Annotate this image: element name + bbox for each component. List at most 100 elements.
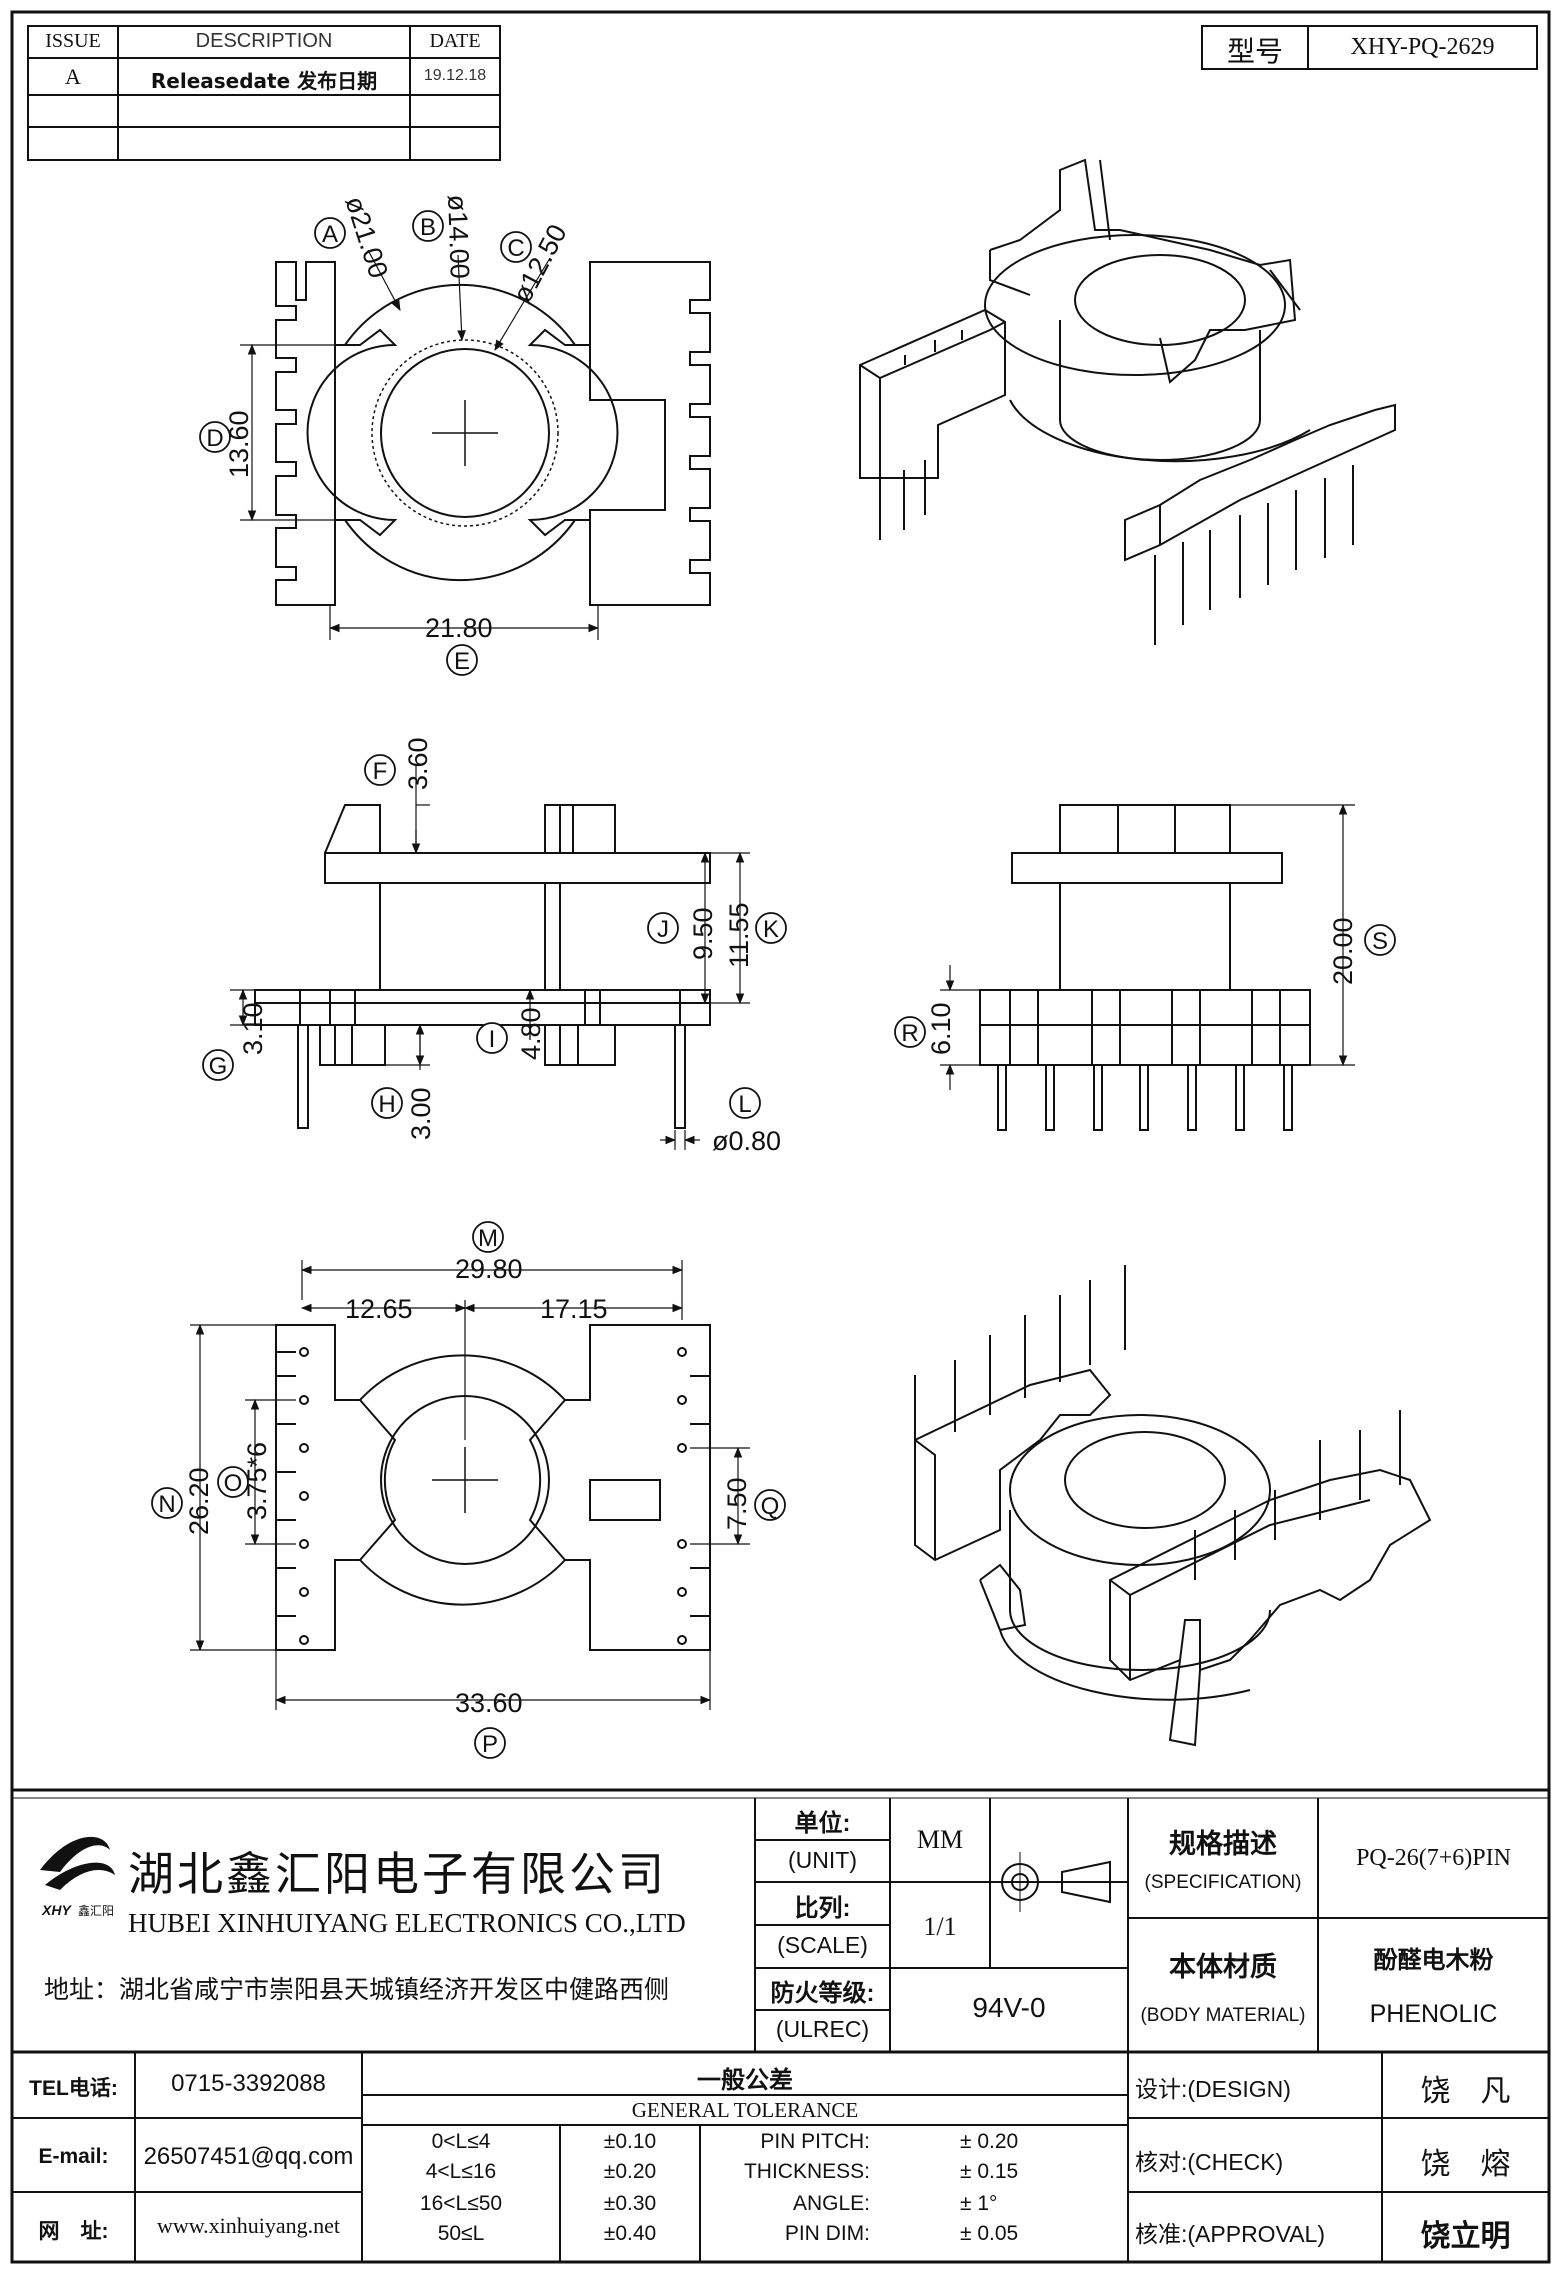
callout-j (647, 912, 679, 944)
model-label: 型号 (1226, 36, 1283, 67)
spec-label-en: (SPECIFICATION) (1144, 1872, 1302, 1893)
svg-text:XHY: XHY (41, 1902, 72, 1918)
dim-m: 29.80 (455, 1254, 523, 1284)
material-value-en: PHENOLIC (1369, 2000, 1498, 2028)
tolerance-title-en: GENERAL TOLERANCE (631, 2098, 859, 2122)
callout-label-n: N (158, 1491, 175, 1518)
check-value: 饶 熔 (1420, 2148, 1511, 2181)
callout-l (729, 1087, 761, 1119)
revision-date: 19.12.18 (423, 67, 487, 84)
callout-k (755, 912, 787, 944)
dim-d: 13.60 (224, 410, 254, 478)
dim-q: 7.50 (722, 1477, 752, 1530)
company-logo: XHY 鑫汇阳 (40, 1836, 115, 1918)
tol-value-3: ±0.30 (603, 2192, 657, 2215)
tol-range-1: 0<L≤4 (431, 2130, 491, 2153)
tolerance-title-cn: 一般公差 (697, 2067, 793, 2094)
check-label: 核对:(CHECK) (1135, 2149, 1284, 2175)
tol-value-2: ±0.20 (603, 2160, 657, 2183)
dim-r: 6.10 (926, 1002, 956, 1055)
material-value-cn: 酚醛电木粉 (1373, 1947, 1494, 1974)
callout-label-k: K (763, 916, 779, 943)
unit-value: MM (916, 1825, 964, 1854)
front-view (940, 803, 1355, 1131)
dim-m-right: 17.15 (540, 1294, 608, 1324)
ulrec-value: 94V-0 (972, 1992, 1046, 2023)
scale-label-en: (SCALE) (777, 1932, 868, 1958)
dim-i: 4.80 (516, 1007, 546, 1060)
callout-e (446, 644, 478, 676)
revision-header-issue: ISSUE (45, 30, 101, 52)
callout-label-p: P (482, 1731, 498, 1758)
web-label: 网 址: (38, 2220, 109, 2243)
callout-n (151, 1487, 183, 1519)
side-view (230, 765, 750, 1150)
dim-b: ø14.00 (442, 194, 475, 279)
callout-b (412, 210, 444, 242)
tol-param-thickness: THICKNESS: (743, 2160, 870, 2183)
tel-value: 0715-3392088 (171, 2070, 326, 2097)
tol-param-pitch: PIN PITCH: (760, 2130, 870, 2153)
callout-a (314, 217, 346, 249)
model-value: XHY-PQ-2629 (1350, 34, 1495, 60)
dim-h: 3.00 (406, 1087, 436, 1140)
scale-label-cn: 比列: (794, 1895, 851, 1922)
material-label-cn: 本体材质 (1169, 1952, 1277, 1982)
callout-d (199, 421, 231, 453)
company-address: 地址：湖北省咸宁市崇阳县天城镇经济开发区中健路西侧 (44, 1976, 670, 2004)
spec-label-cn: 规格描述 (1169, 1829, 1277, 1859)
callout-f (364, 754, 396, 786)
tol-param-thickness-value: ± 0.15 (960, 2160, 1019, 2183)
tol-param-pindim: PIN DIM: (784, 2222, 870, 2245)
dimension-texts: ø21.00 ø14.00 ø12.50 13.60 21.80 3.60 3.… (184, 193, 1358, 1718)
dim-j: 9.50 (688, 907, 718, 960)
callout-label-a: A (322, 221, 338, 248)
callout-label-l: L (738, 1091, 751, 1118)
revision-header-description: DESCRIPTION (195, 30, 333, 52)
callout-circles (151, 210, 1396, 1759)
dim-s: 20.00 (1328, 917, 1358, 985)
callout-g (202, 1049, 234, 1081)
callout-label-c: C (507, 235, 524, 262)
revision-description: Releasedate 发布日期 (150, 69, 378, 93)
callout-label-f: F (373, 758, 388, 785)
top-view (240, 249, 711, 640)
tol-param-angle-value: ± 1° (960, 2192, 998, 2215)
tol-value-4: ±0.40 (603, 2222, 657, 2245)
dim-l: ø0.80 (712, 1126, 781, 1156)
email-value: 26507451@qq.com (143, 2143, 354, 2170)
dim-n: 26.20 (184, 1467, 214, 1535)
iso-view-top (859, 158, 1396, 645)
company-name-en: HUBEI XINHUIYANG ELECTRONICS CO.,LTD (128, 1908, 686, 1938)
callout-i (476, 1022, 508, 1054)
design-value: 饶 凡 (1420, 2075, 1511, 2108)
web-value: www.xinhuiyang.net (156, 2213, 341, 2238)
callout-label-r: R (901, 1020, 918, 1047)
projection-symbol (990, 1852, 1111, 1912)
dim-a: ø21.00 (339, 193, 394, 282)
callout-c (500, 231, 532, 263)
dim-o: 3.75*6 (242, 1442, 272, 1520)
bottom-view (190, 1260, 750, 1710)
tol-range-4: 50≤L (437, 2222, 485, 2245)
svg-text:鑫汇阳: 鑫汇阳 (78, 1903, 114, 1918)
callout-label-g: G (209, 1053, 228, 1080)
dim-g: 3.10 (238, 1002, 268, 1055)
callout-label-m: M (478, 1225, 498, 1252)
tel-label: TEL电话: (29, 2077, 118, 2100)
tol-param-pitch-value: ± 0.20 (960, 2130, 1019, 2153)
callout-letters: A B C D E F G H I J K L R S M N O P Q (158, 214, 1388, 1758)
email-label: E-mail: (38, 2145, 109, 2168)
callout-p (474, 1727, 506, 1759)
callout-label-s: S (1372, 928, 1388, 955)
callout-label-j: J (657, 916, 669, 943)
callout-m (472, 1221, 504, 1253)
dim-m-left: 12.65 (345, 1294, 413, 1324)
callout-label-i: I (489, 1026, 496, 1053)
unit-label-cn: 单位: (794, 1810, 851, 1837)
revision-header-date: DATE (429, 30, 481, 52)
title-block-grid (12, 1788, 1549, 2262)
dim-f: 3.60 (403, 737, 433, 790)
unit-label-en: (UNIT) (788, 1847, 857, 1873)
